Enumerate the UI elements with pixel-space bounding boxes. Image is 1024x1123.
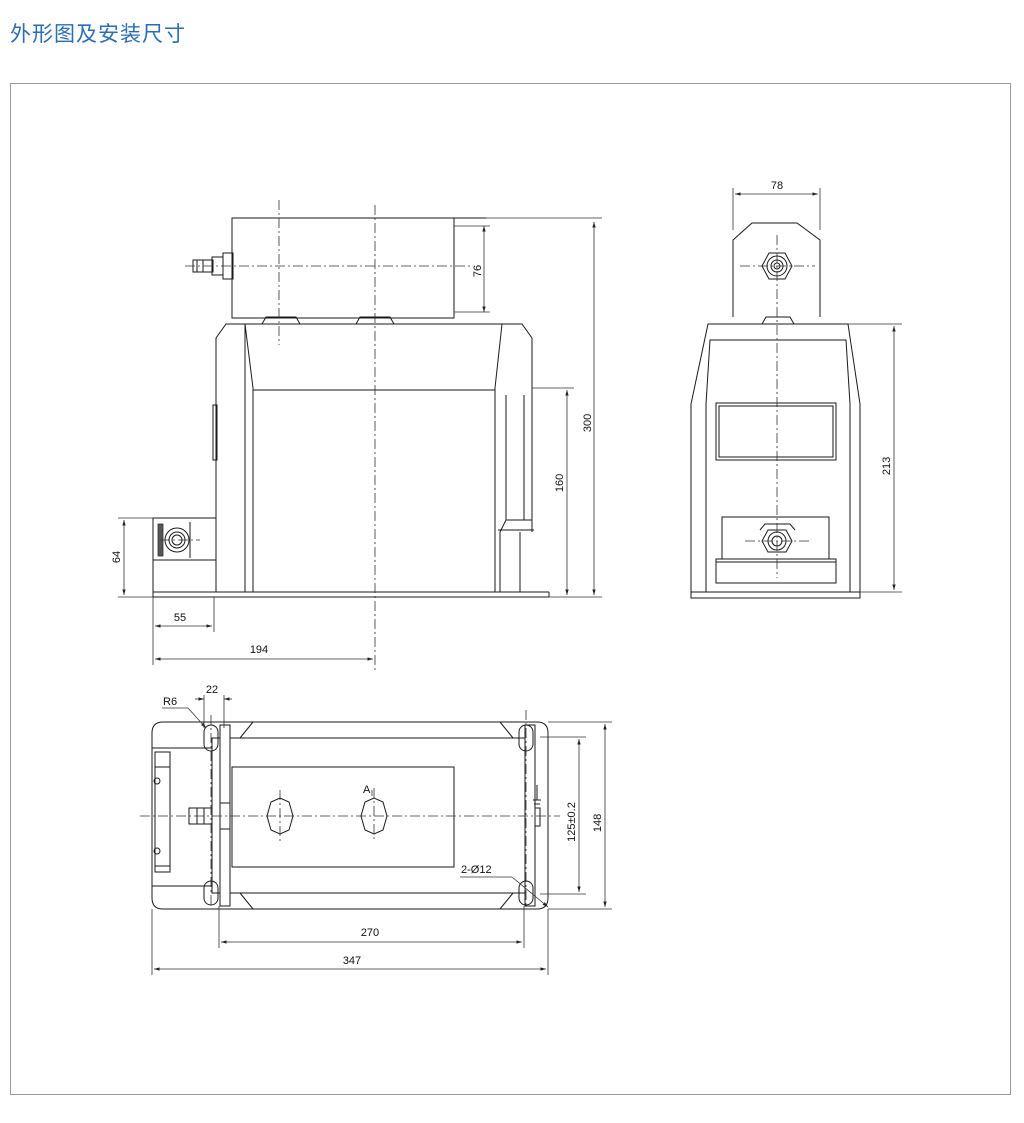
drawing-frame bbox=[10, 83, 1011, 1095]
dim-148: 148 bbox=[592, 814, 604, 832]
dim-160: 160 bbox=[554, 474, 566, 492]
dim-270: 270 bbox=[361, 927, 379, 939]
page-title: 外形图及安装尺寸 bbox=[10, 22, 186, 46]
dim-300: 300 bbox=[582, 414, 594, 432]
dim-213: 213 bbox=[881, 457, 893, 475]
dim-78: 78 bbox=[771, 180, 783, 192]
dim-125: 125±0.2 bbox=[566, 802, 578, 842]
dim-22: 22 bbox=[206, 684, 218, 696]
dim-r6: R6 bbox=[163, 696, 177, 708]
dim-64: 64 bbox=[111, 551, 123, 563]
dim-347: 347 bbox=[343, 955, 361, 967]
top-view: A R6 22 2-Ø12 125±0.2 148 270 34 bbox=[140, 684, 612, 975]
dim-55: 55 bbox=[174, 612, 186, 624]
side-view: 78 213 bbox=[690, 180, 902, 599]
dim-194: 194 bbox=[250, 644, 268, 656]
dim-76: 76 bbox=[472, 265, 484, 277]
dim-holes: 2-Ø12 bbox=[461, 864, 492, 876]
front-view: 76 300 160 64 55 194 bbox=[111, 200, 602, 670]
section-label-a: A bbox=[363, 784, 371, 796]
